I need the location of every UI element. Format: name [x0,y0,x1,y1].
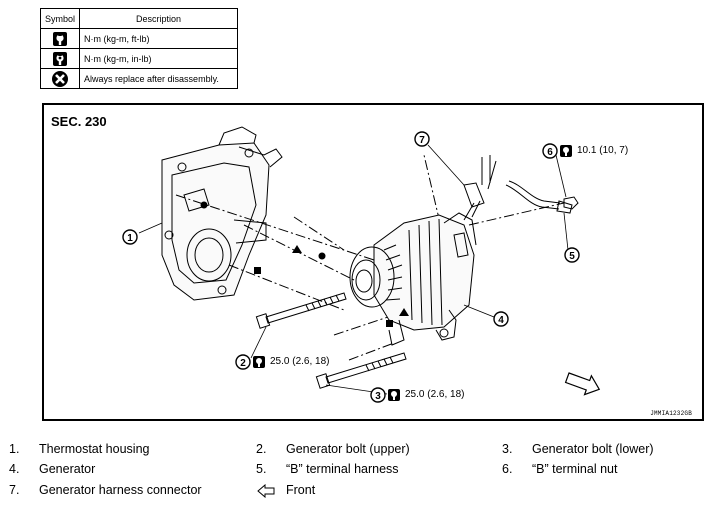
figure-code: JMMIA1232GB [650,410,692,417]
callout-1: 1 [122,229,138,245]
torque-nut-6: 10.1 (10, 7) [577,145,629,156]
description-header: Description [79,8,238,29]
torque-wrench-icon [388,389,400,401]
svg-text:1: 1 [127,233,133,244]
lower-bolt-drawing [315,352,407,389]
torque-bolt-3: 25.0 (2.6, 18) [405,389,465,400]
thermostat-housing-drawing [161,126,283,301]
callout-3: 3 [370,387,386,403]
torque-wrench-icon [560,145,572,157]
section-label: SEC. 230 [51,114,107,129]
generator-drawing [349,212,477,346]
torque-wrench-inlb-icon [39,48,81,69]
torque-wrench-icon [39,28,81,49]
b-terminal-harness-drawing [505,180,573,214]
callout-5: 5 [564,247,580,263]
callout-6: 6 [542,143,558,159]
front-arrow-icon [257,484,275,498]
torque-wrench-icon [253,356,265,368]
exploded-view [138,126,601,396]
diagram-frame: SEC. 230 [42,103,704,421]
replace-part-icon [39,68,81,89]
symbol-description: Always replace after disassembly. [79,68,238,89]
svg-text:3: 3 [375,391,381,402]
svg-text:5: 5 [569,251,575,262]
symbol-header: Symbol [39,8,81,29]
svg-text:4: 4 [498,315,504,326]
torque-bolt-2: 25.0 (2.6, 18) [270,356,330,367]
symbol-description: N·m (kg-m, in-lb) [79,48,238,69]
callout-4: 4 [493,311,509,327]
symbol-description: N·m (kg-m, ft-lb) [79,28,238,49]
callout-7: 7 [414,131,430,147]
harness-connector-drawing [463,155,497,221]
front-arrow-icon [564,372,601,396]
symbol-table: Symbol Description N·m (kg-m, ft-lb) N·m… [39,8,238,89]
callout-layer: 1 7 6 5 4 2 3 [122,131,580,403]
upper-bolt-drawing [255,292,347,329]
b-terminal-nut-drawing [563,196,579,210]
svg-text:2: 2 [240,358,246,369]
svg-text:6: 6 [547,147,553,158]
svg-text:7: 7 [419,135,425,146]
callout-2: 2 [235,354,251,370]
